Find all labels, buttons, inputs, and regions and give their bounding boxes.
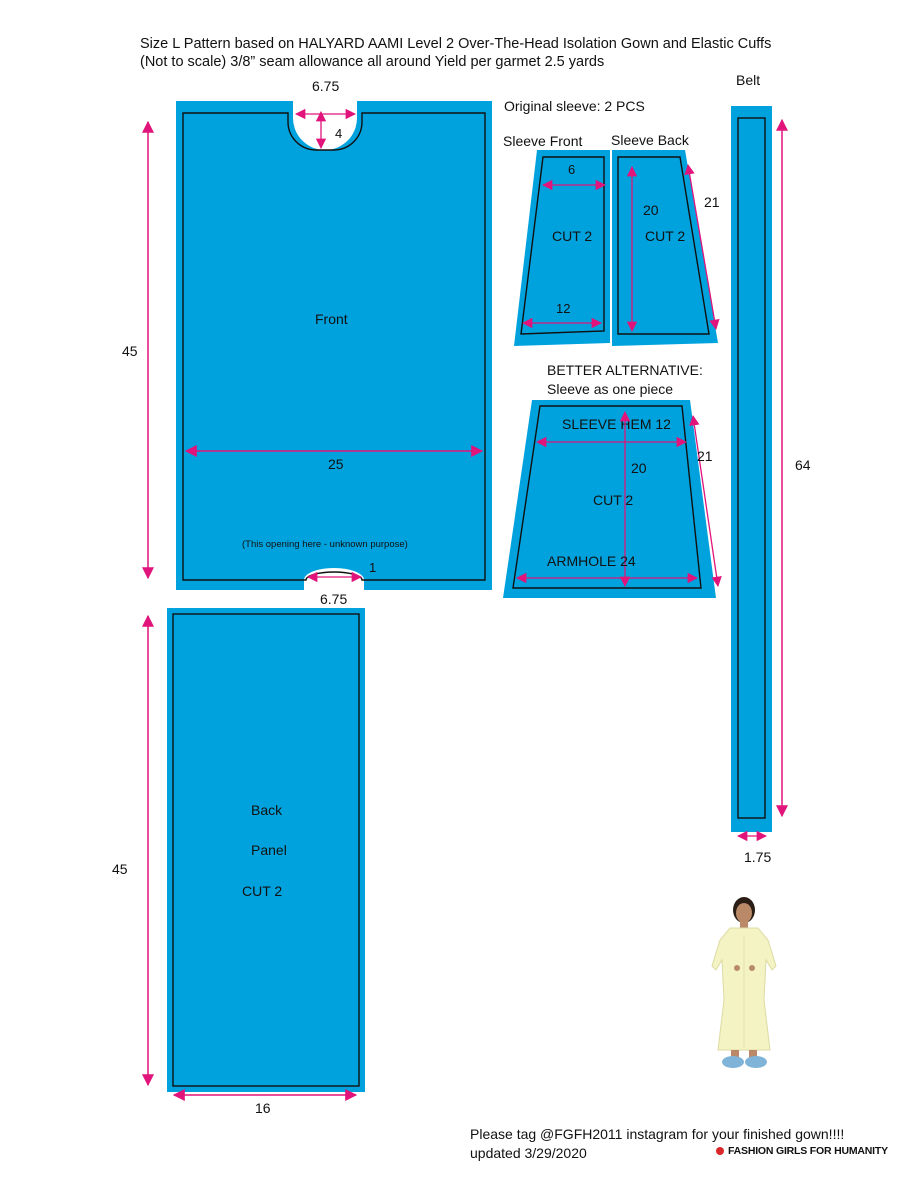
belt-cutline: [737, 117, 766, 819]
neck-width-label: 6.75: [312, 78, 339, 94]
alt-sleeve-fabric: [503, 400, 716, 598]
sleeve-back-title: Sleeve Back: [611, 132, 690, 148]
sleeve-back-height-label: 20: [643, 202, 659, 218]
sleeve-front-bottom-label: 12: [556, 301, 570, 316]
model-shoe-cover-right: [745, 1056, 767, 1068]
bottom-notch-depth-label: 1: [369, 560, 376, 575]
model-hand-right: [749, 965, 755, 971]
front-panel: 45 25 6.75 4 Front (This opening here - …: [122, 78, 492, 607]
belt: Belt 64 1.75: [731, 72, 811, 865]
back-label-line2: Panel: [251, 842, 287, 858]
sleeve-front-cut-label: CUT 2: [552, 228, 592, 244]
red-dot-icon: [716, 1147, 724, 1155]
front-bottom-note: (This opening here - unknown purpose): [242, 539, 408, 550]
front-panel-label: Front: [315, 311, 348, 327]
model-photo: [711, 897, 777, 1068]
model-leg-right: [749, 1050, 757, 1059]
alt-sleeve-side-arrow: [689, 414, 722, 588]
front-panel-fabric: [176, 101, 492, 590]
back-label-line3: CUT 2: [242, 883, 282, 899]
footer-instagram-note: Please tag @FGFH2011 instagram for your …: [470, 1126, 845, 1142]
bottom-notch-width-label: 6.75: [320, 591, 347, 607]
back-panel-fabric: [167, 608, 365, 1092]
model-leg-left: [731, 1050, 739, 1059]
model-neck: [740, 921, 748, 929]
neck-depth-label: 4: [335, 126, 342, 141]
alt-sleeve-side-label: 21: [697, 448, 713, 464]
back-panel: 45 16 Back Panel CUT 2: [112, 608, 365, 1116]
model-shoe-cover-left: [722, 1056, 744, 1068]
brand-logo: FASHION GIRLS FOR HUMANITY: [716, 1145, 888, 1157]
alt-sleeve-cutline: [512, 405, 702, 589]
alt-sleeve-height-label: 20: [631, 460, 647, 476]
model-hand-left: [734, 965, 740, 971]
alt-sleeve-title-line1: BETTER ALTERNATIVE:: [547, 362, 703, 378]
belt-title: Belt: [736, 72, 760, 88]
back-label-line1: Back: [251, 802, 283, 818]
back-panel-cutline: [172, 613, 360, 1087]
sleeve-back-side-arrow: [684, 163, 720, 331]
sleeve-front-top-label: 6: [568, 162, 575, 177]
alternative-sleeve: BETTER ALTERNATIVE: Sleeve as one piece …: [503, 362, 722, 598]
front-height-label: 45: [122, 343, 138, 359]
alt-sleeve-title-line2: Sleeve as one piece: [547, 381, 673, 397]
footer-updated-date: updated 3/29/2020: [470, 1145, 587, 1161]
sleeve-back-cut-label: CUT 2: [645, 228, 685, 244]
sleeve-front-title: Sleeve Front: [503, 133, 582, 149]
brand-name: FASHION GIRLS FOR HUMANITY: [728, 1145, 888, 1157]
original-sleeve: Original sleeve: 2 PCS Sleeve Front Slee…: [503, 98, 720, 346]
alt-sleeve-cut-label: CUT 2: [593, 492, 633, 508]
belt-length-label: 64: [795, 457, 811, 473]
belt-width-label: 1.75: [744, 849, 771, 865]
original-sleeve-title: Original sleeve: 2 PCS: [504, 98, 645, 114]
back-height-label: 45: [112, 861, 128, 877]
belt-fabric: [731, 106, 772, 832]
alt-sleeve-armhole-label: ARMHOLE 24: [547, 553, 636, 569]
header-subtitle: (Not to scale) 3/8” seam allowance all a…: [140, 54, 605, 70]
sleeve-front-fabric: [514, 150, 610, 346]
sleeve-front-cutline: [520, 156, 605, 335]
model-face: [736, 903, 752, 923]
sleeve-back-cutline: [617, 156, 710, 335]
sleeve-back-side-label: 21: [704, 194, 720, 210]
alt-sleeve-hem-label: SLEEVE HEM 12: [562, 416, 671, 432]
header-title: Size L Pattern based on HALYARD AAMI Lev…: [140, 36, 772, 52]
front-width-label: 25: [328, 456, 344, 472]
back-width-label: 16: [255, 1100, 271, 1116]
